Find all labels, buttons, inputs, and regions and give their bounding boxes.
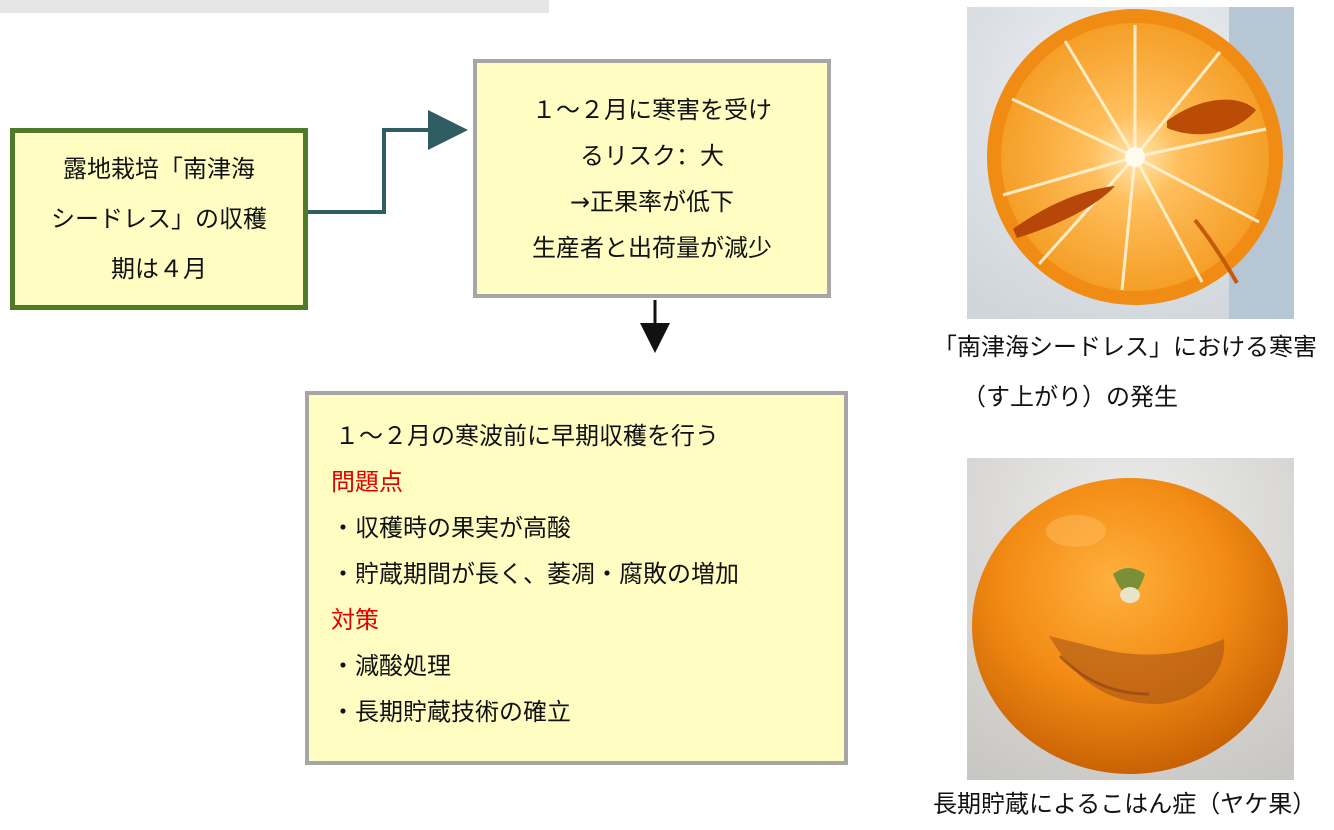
problems-heading: 問題点 bbox=[331, 468, 403, 496]
whole-orange-photo bbox=[967, 458, 1294, 780]
top-band bbox=[0, 0, 549, 13]
measure-item-1: ・減酸処理 bbox=[331, 652, 451, 680]
risk-line-3: →正果率が低下 bbox=[569, 187, 735, 216]
whole-orange-illustration bbox=[967, 458, 1294, 780]
problem-item-2: ・貯蔵期間が長く、萎凋・腐敗の増加 bbox=[331, 560, 739, 588]
photo-caption-storage-damage: 長期貯蔵によるこはん症（ヤケ果） bbox=[933, 790, 1317, 818]
cut-orange-photo bbox=[967, 7, 1294, 319]
plan-title: １～２月の寒波前に早期収穫を行う bbox=[335, 422, 719, 450]
problem-item-1: ・収穫時の果実が高酸 bbox=[331, 514, 571, 542]
elbow-arrow bbox=[308, 110, 468, 214]
cut-orange-illustration bbox=[967, 7, 1294, 319]
measures-heading: 対策 bbox=[331, 606, 379, 634]
photo-caption-cold-damage: 「南津海シードレス」における寒害 bbox=[933, 333, 1317, 361]
harvest-line-3: 期は４月 bbox=[111, 255, 207, 283]
risk-line-1: １～２月に寒害を受け bbox=[532, 95, 772, 124]
harvest-period-box: 露地栽培「南津海 シードレス」の収穫 期は４月 bbox=[10, 128, 308, 310]
harvest-line-2: シードレス」の収穫 bbox=[51, 205, 267, 233]
measure-item-2: ・長期貯蔵技術の確立 bbox=[331, 698, 571, 726]
risk-line-2: るリスク：大 bbox=[580, 141, 724, 170]
cold-damage-risk-box: １～２月に寒害を受け るリスク：大 →正果率が低下 生産者と出荷量が減少 bbox=[473, 59, 831, 298]
photo-caption-cold-damage-detail: （す上がり）の発生 bbox=[962, 383, 1178, 411]
risk-line-4: 生産者と出荷量が減少 bbox=[532, 233, 772, 262]
harvest-line-1: 露地栽培「南津海 bbox=[63, 155, 255, 183]
early-harvest-box: １～２月の寒波前に早期収穫を行う 問題点 ・収穫時の果実が高酸 ・貯蔵期間が長く… bbox=[305, 391, 848, 765]
